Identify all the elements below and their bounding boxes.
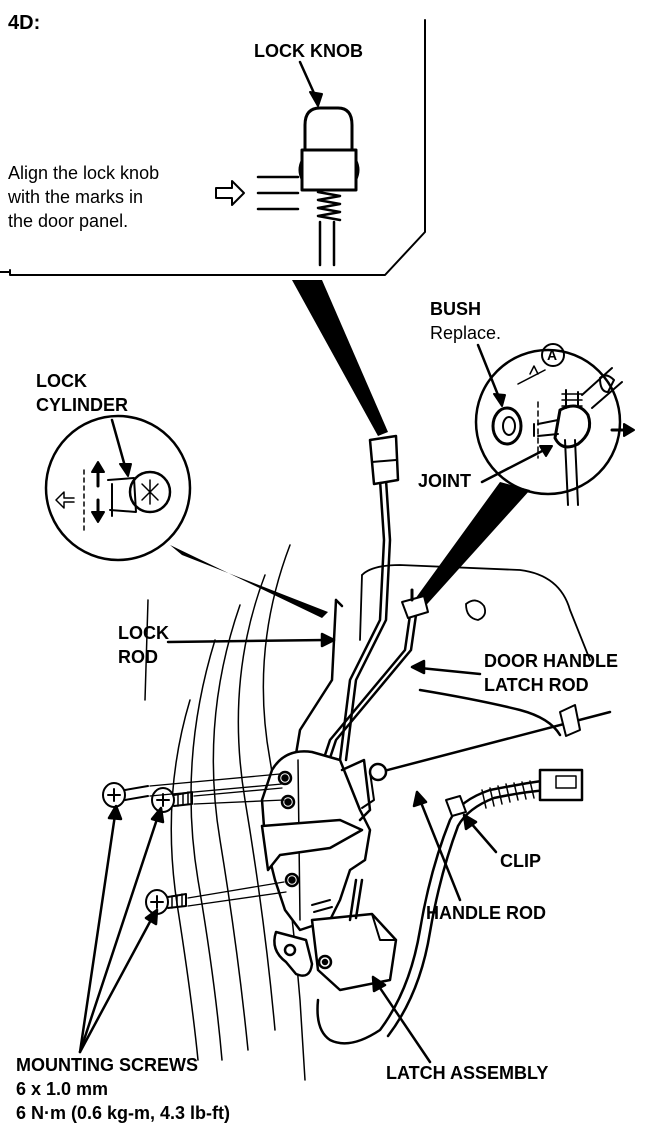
joint-label: JOINT <box>418 471 472 491</box>
bush-joint-inset <box>474 343 635 506</box>
joint-callout-wedge <box>410 482 530 612</box>
align-note-line-3: the door panel. <box>8 211 129 231</box>
lock-knob-inset <box>0 19 426 276</box>
lock-rod-label-line-2: ROD <box>118 647 158 667</box>
torque-label: 6 N·m (0.6 kg-m, 4.3 lb-ft) <box>16 1103 231 1123</box>
lock-cylinder-label-line-2: CYLINDER <box>36 395 129 415</box>
bush-label: BUSH <box>430 299 482 319</box>
mounting-screws <box>102 773 287 915</box>
wire-harness <box>316 688 584 1045</box>
door-handle-latch-rod-label-line-2: LATCH ROD <box>484 675 589 695</box>
handle-rod-label: HANDLE ROD <box>426 903 546 923</box>
lock-knob-callout-wedge <box>292 280 388 436</box>
align-note-line-1: Align the lock knob <box>8 163 160 183</box>
lock-cylinder-inset <box>44 414 192 562</box>
screw-size-label: 6 x 1.0 mm <box>16 1079 109 1099</box>
door-handle-latch-rod-label-line-1: DOOR HANDLE <box>484 651 618 671</box>
latch-assembly <box>260 750 398 992</box>
latch-assembly-label: LATCH ASSEMBLY <box>386 1063 549 1083</box>
lock-rod-label-line-1: LOCK <box>118 623 169 643</box>
door-inner-panel <box>359 564 591 661</box>
align-note-line-2: with the marks in <box>8 187 144 207</box>
lock-knob-label: LOCK KNOB <box>254 41 363 61</box>
lock-knob-drawing <box>215 60 360 267</box>
circle-a-label: A <box>547 347 558 363</box>
mounting-screws-label: MOUNTING SCREWS <box>16 1055 198 1075</box>
clip-label: CLIP <box>500 851 542 871</box>
lock-cylinder-callout-wedge <box>170 545 328 618</box>
callout-pointers <box>78 632 498 1064</box>
figure-id: 4D: <box>8 12 41 34</box>
bush-note: Replace. <box>430 323 502 343</box>
lock-cylinder-label-line-1: LOCK <box>36 371 87 391</box>
